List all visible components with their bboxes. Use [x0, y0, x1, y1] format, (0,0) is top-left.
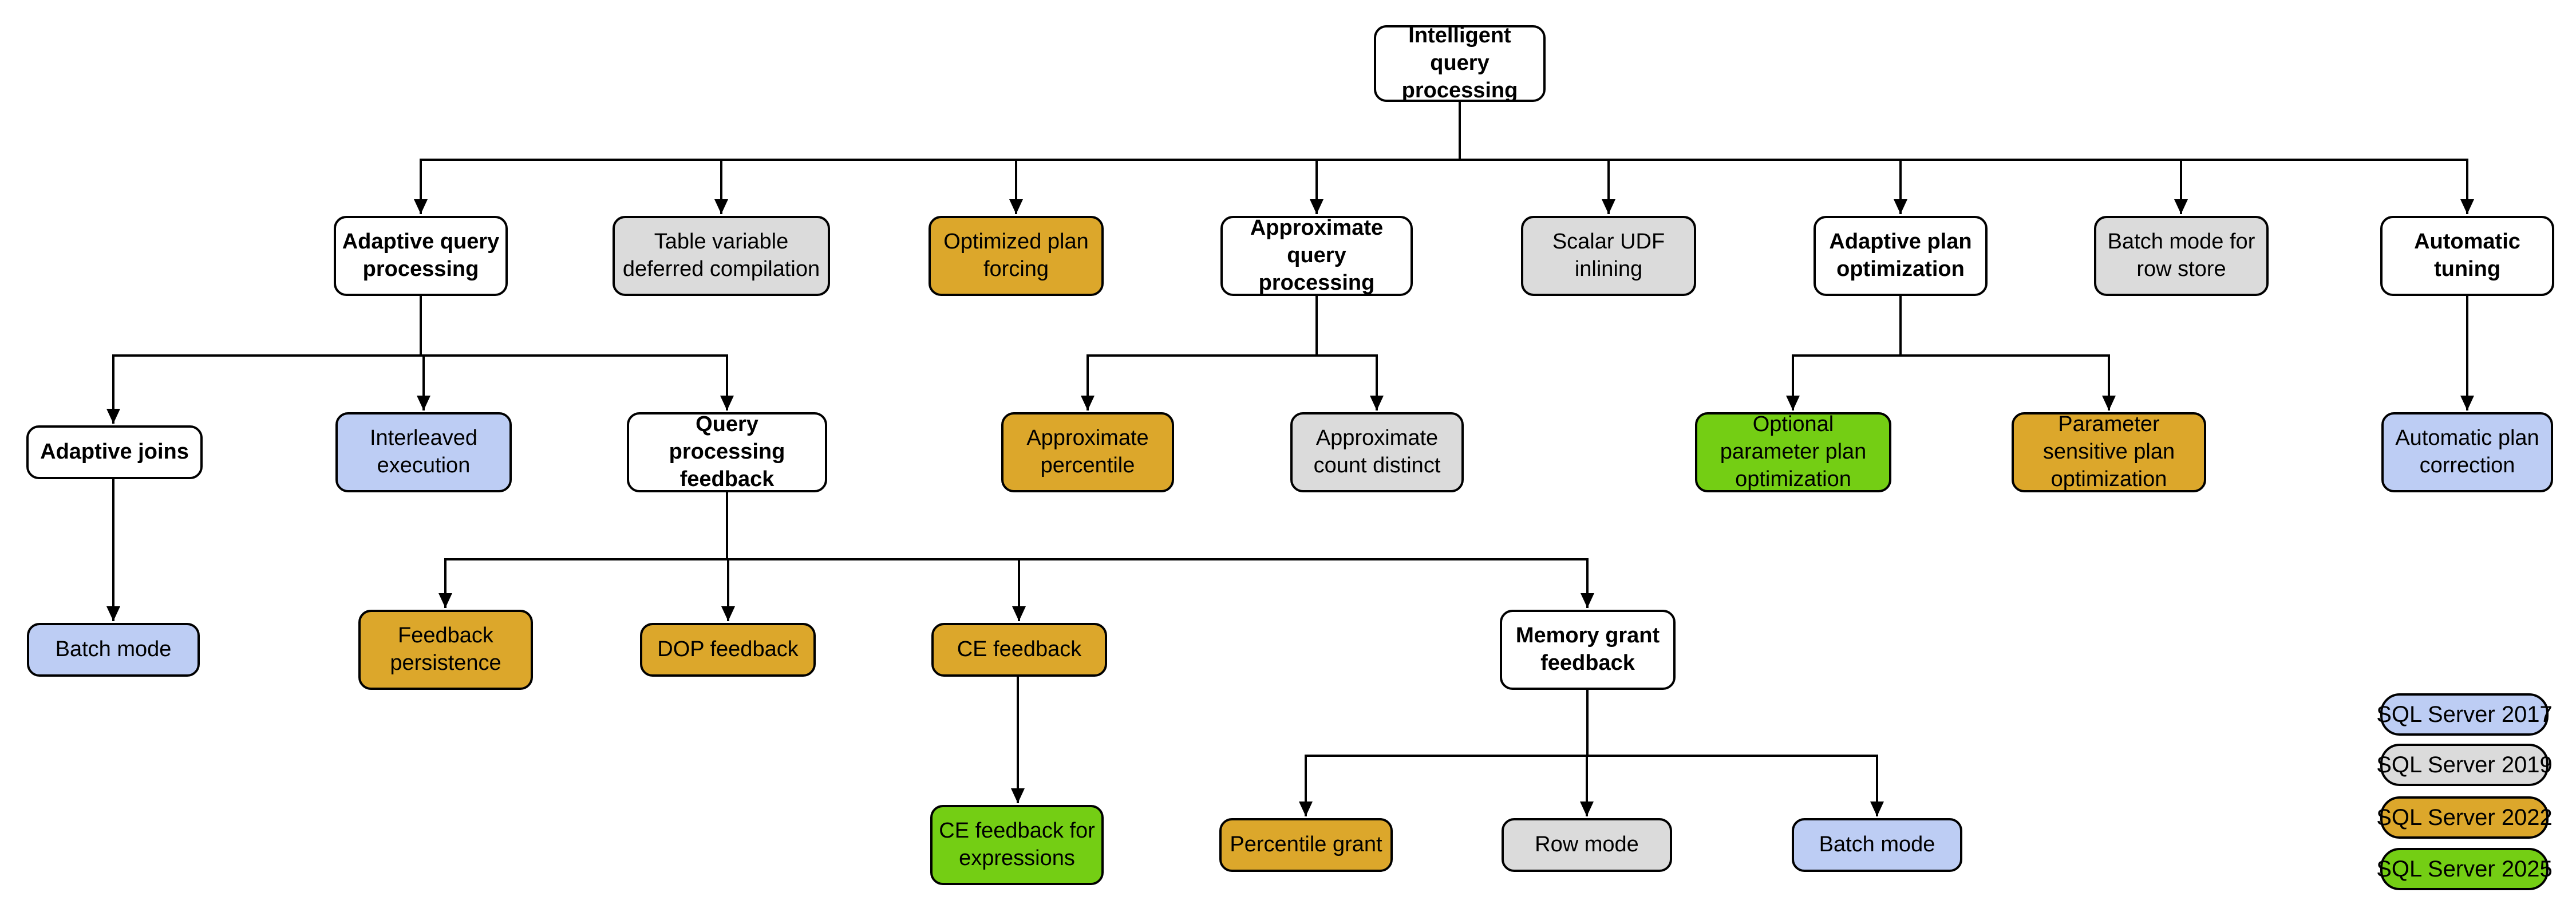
- legend-sql-server-2017: SQL Server 2017: [2376, 693, 2553, 736]
- node-dop-feedback: DOP feedback: [640, 623, 816, 677]
- node-approximate-query-processing: Approximate query processing: [1220, 216, 1413, 296]
- node-approximate-count-distinct: Approximate count distinct: [1290, 412, 1464, 492]
- node-ce-feedback: CE feedback: [931, 623, 1107, 677]
- node-adaptive-joins: Adaptive joins: [26, 425, 203, 479]
- node-parameter-sensitive-plan-optimization: Parameter sensitive plan optimization: [2012, 412, 2206, 492]
- node-ce-feedback-for-expressions: CE feedback for expressions: [930, 805, 1104, 885]
- node-adaptive-query-processing: Adaptive query processing: [334, 216, 508, 296]
- node-batch-mode-adaptive-joins: Batch mode: [27, 623, 200, 677]
- node-adaptive-plan-optimization: Adaptive plan optimization: [1814, 216, 1988, 296]
- node-approximate-percentile: Approximate percentile: [1001, 412, 1174, 492]
- node-automatic-tuning: Automatic tuning: [2380, 216, 2554, 296]
- node-scalar-udf-inlining: Scalar UDF inlining: [1521, 216, 1696, 296]
- node-row-mode: Row mode: [1502, 818, 1672, 872]
- node-optimized-plan-forcing: Optimized plan forcing: [929, 216, 1104, 296]
- legend-sql-server-2022: SQL Server 2022: [2376, 796, 2553, 839]
- node-automatic-plan-correction: Automatic plan correction: [2381, 412, 2553, 492]
- node-percentile-grant: Percentile grant: [1219, 818, 1393, 872]
- node-batch-mode-memory-grant: Batch mode: [1792, 818, 1962, 872]
- node-feedback-persistence: Feedback persistence: [358, 610, 533, 690]
- node-batch-mode-for-row-store: Batch mode for row store: [2094, 216, 2269, 296]
- node-intelligent-query-processing: Intelligent query processing: [1374, 23, 1546, 102]
- node-query-processing-feedback: Query processing feedback: [627, 412, 827, 492]
- node-interleaved-execution: Interleaved execution: [335, 412, 512, 492]
- legend-sql-server-2025: SQL Server 2025: [2376, 848, 2553, 890]
- legend-sql-server-2019: SQL Server 2019: [2376, 744, 2553, 786]
- node-memory-grant-feedback: Memory grant feedback: [1500, 610, 1676, 690]
- node-table-variable-deferred-compilation: Table variable deferred compilation: [613, 216, 830, 296]
- node-optional-parameter-plan-optimization: Optional parameter plan optimization: [1695, 412, 1891, 492]
